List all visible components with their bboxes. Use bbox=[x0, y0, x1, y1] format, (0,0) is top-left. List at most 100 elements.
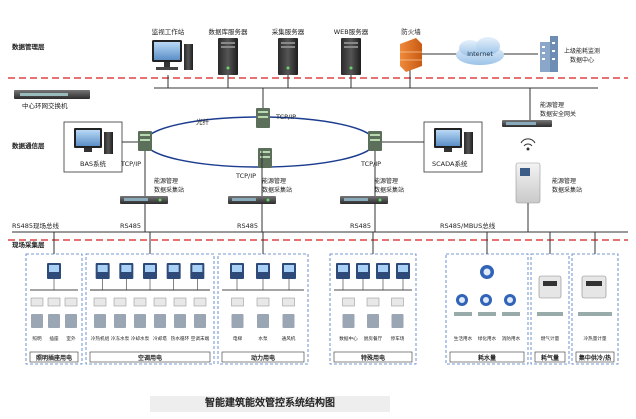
equipment-icon bbox=[231, 314, 244, 328]
layer-label-management: 数据管理层 bbox=[12, 42, 45, 51]
gateway-label-2: 数据安全网关 bbox=[540, 110, 576, 118]
device-label: 冷热机组 bbox=[91, 335, 110, 342]
pipe-icon bbox=[454, 312, 472, 316]
breaker-icon bbox=[47, 297, 61, 307]
switch-top-icon bbox=[256, 108, 270, 128]
field-group-power: 动力用电电梯水泵通风机 bbox=[217, 232, 309, 365]
field-group-title-heat: 集中供冷/热 bbox=[578, 354, 611, 362]
breaker-icon bbox=[113, 297, 127, 307]
web-server-icon bbox=[341, 38, 361, 75]
field-group-hvac: 空调用电冷热机组冷冻水泵冷却水泵冷却塔热水循环空调末端 bbox=[85, 232, 215, 365]
station-3-rs485-label: RS485 bbox=[350, 222, 371, 230]
scada-frame bbox=[423, 121, 483, 173]
device-label: 插座 bbox=[49, 335, 59, 342]
equipment-icon bbox=[31, 314, 43, 328]
monitor-workstation-label: 监视工作站 bbox=[152, 27, 185, 36]
device-label: 空调末端 bbox=[191, 335, 210, 342]
equipment-icon bbox=[367, 314, 379, 328]
bas-frame bbox=[63, 121, 123, 173]
rs485-mbus-label: RS485/MBUS总线 bbox=[440, 221, 496, 230]
database-server-icon bbox=[218, 38, 238, 75]
collect-server-icon bbox=[278, 38, 298, 75]
layer-label-field: 现场采集层 bbox=[12, 240, 45, 249]
equipment-icon bbox=[174, 314, 186, 328]
station-2-icon bbox=[228, 196, 276, 204]
breaker-icon bbox=[366, 297, 380, 307]
station-3-icon bbox=[340, 196, 388, 204]
device-label: 冷热量计量 bbox=[584, 335, 607, 342]
equipment-icon bbox=[154, 314, 166, 328]
tcpip-label-bottom: TCP/IP bbox=[235, 172, 256, 180]
device-label: 电梯 bbox=[233, 335, 243, 342]
equipment-icon bbox=[48, 314, 60, 328]
switch-left-icon bbox=[138, 131, 152, 151]
device-label: 生活用水 bbox=[454, 335, 473, 342]
field-group-title-lighting: 照明插座用电 bbox=[36, 354, 72, 362]
equipment-icon bbox=[134, 314, 146, 328]
pipe-icon bbox=[537, 312, 563, 316]
data-center-label-2: 数据中心 bbox=[570, 56, 594, 64]
gateway-label-1: 能源管理 bbox=[540, 101, 564, 109]
wifi-signal-icon bbox=[520, 138, 536, 151]
device-label: 数据中心 bbox=[339, 335, 358, 342]
breaker-icon bbox=[282, 297, 295, 307]
bas-label: BAS系统 bbox=[80, 159, 107, 168]
equipment-icon bbox=[114, 314, 126, 328]
database-server-label: 数据库服务器 bbox=[209, 27, 249, 36]
device-label: 厨房餐厅 bbox=[364, 335, 383, 342]
station-1-label-1: 能源管理 bbox=[154, 177, 178, 185]
bas-computer-icon bbox=[74, 128, 113, 154]
equipment-icon bbox=[342, 314, 355, 328]
rs485-field-bus-label: RS485现场总线 bbox=[12, 221, 60, 230]
firewall-icon bbox=[400, 38, 422, 72]
device-label: 照明 bbox=[32, 336, 42, 342]
breaker-icon bbox=[93, 297, 107, 307]
device-label: 停车场 bbox=[391, 335, 405, 342]
device-label: 冷冻水泵 bbox=[111, 335, 130, 342]
scada-computer-icon bbox=[434, 128, 473, 154]
device-label: 消防用水 bbox=[502, 335, 521, 342]
core-switch-label: 中心环网交换机 bbox=[22, 101, 68, 110]
tcpip-label-top: TCP/IP bbox=[275, 113, 296, 121]
device-label: 冷却水泵 bbox=[131, 335, 150, 342]
breaker-icon bbox=[133, 297, 147, 307]
station-1-label-2: 数据采集站 bbox=[154, 186, 184, 194]
equipment-icon bbox=[391, 314, 404, 328]
field-group-water: 耗水量生活用水绿化用水消防用水 bbox=[445, 232, 529, 365]
heat-meter-icon bbox=[581, 275, 607, 299]
breaker-icon bbox=[231, 297, 244, 307]
gas-meter-icon bbox=[538, 275, 562, 299]
breaker-icon bbox=[173, 297, 187, 307]
wireless-station-label-1: 能源管理 bbox=[552, 177, 576, 185]
breaker-icon bbox=[256, 297, 270, 307]
station-2-rs485-label: RS485 bbox=[237, 222, 258, 230]
firewall-label: 防火墙 bbox=[401, 27, 421, 36]
scada-label: SCADA系统 bbox=[432, 159, 468, 168]
equipment-icon bbox=[94, 314, 106, 328]
breaker-icon bbox=[30, 297, 44, 307]
internet-label: Internet bbox=[467, 50, 493, 58]
breaker-icon bbox=[193, 297, 207, 307]
layer-label-communication: 数据通信层 bbox=[12, 141, 45, 150]
breaker-icon bbox=[153, 297, 167, 307]
field-group-lighting: 照明插座用电照明插座室外 bbox=[25, 232, 83, 365]
data-center-label-1: 上级能耗监测 bbox=[564, 47, 600, 55]
station-3-label-2: 数据采集站 bbox=[374, 186, 404, 194]
device-label: 水泵 bbox=[258, 335, 268, 342]
fiber-label: 光纤 bbox=[196, 117, 210, 126]
station-2-label-1: 能源管理 bbox=[262, 177, 286, 185]
tcpip-label-left: TCP/IP bbox=[120, 160, 141, 168]
field-group-title-special: 特殊用电 bbox=[361, 354, 385, 362]
field-group-title-gas: 耗气量 bbox=[541, 354, 559, 362]
pipe-icon bbox=[502, 312, 520, 316]
field-group-title-hvac: 空调用电 bbox=[138, 354, 162, 362]
field-group-special: 特殊用电 数据中心厨房餐厅 停车场 bbox=[329, 232, 417, 365]
station-2-label-2: 数据采集站 bbox=[262, 186, 292, 194]
pipe-icon bbox=[478, 312, 496, 316]
field-group-title-power: 动力用电 bbox=[251, 354, 275, 362]
internet-cloud-icon bbox=[456, 37, 504, 65]
station-1-icon bbox=[120, 196, 168, 204]
device-label: 冷却塔 bbox=[153, 335, 167, 342]
breaker-icon bbox=[64, 297, 78, 307]
